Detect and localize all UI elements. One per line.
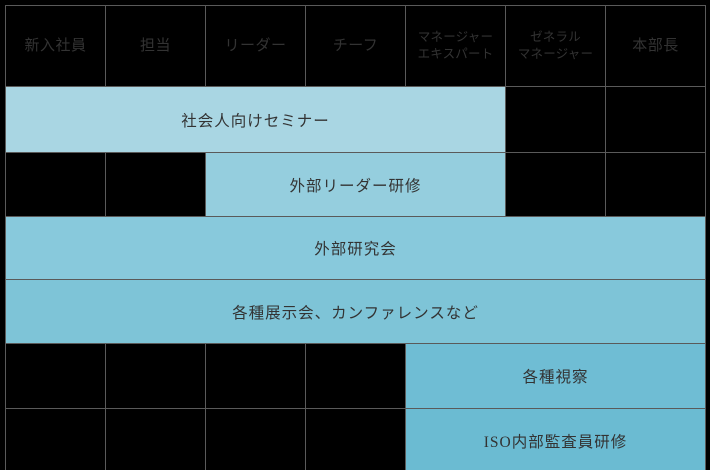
empty-cell [605, 152, 706, 217]
training-bar-gaibu-kenkyukai: 外部研究会 [5, 216, 706, 280]
header-line: 担当 [139, 37, 171, 54]
header-line: マネージャー [517, 47, 594, 61]
empty-cell [305, 343, 406, 409]
column-header-tantou: 担当 [105, 5, 206, 87]
empty-cell [505, 152, 606, 217]
training-matrix-table: 新入社員 担当 リーダー チーフ マネージャー エキスパート ゼネラル マネージ [5, 5, 706, 470]
column-header-manager-expert: マネージャー エキスパート [405, 5, 506, 87]
empty-cell [505, 86, 606, 153]
training-bar-tenjikai-conference: 各種展示会、カンファレンスなど [5, 279, 706, 344]
training-bar-kakushu-shisatsu: 各種視察 [405, 343, 706, 409]
empty-cell [5, 343, 106, 409]
table-row: 外部リーダー研修 [5, 152, 706, 217]
training-bar-gaibu-leader-kenshu: 外部リーダー研修 [205, 152, 506, 217]
header-line: 本部長 [632, 37, 679, 54]
table-row: ISO内部監査員研修 [5, 408, 706, 470]
table-row: 外部研究会 [5, 216, 706, 280]
empty-cell [5, 152, 106, 217]
table-body: 社会人向けセミナー 外部リーダー研修 外部研究会 各種展示会、カンファレンスなど [5, 86, 706, 470]
empty-cell [205, 408, 306, 470]
column-header-general-manager: ゼネラル マネージャー [505, 5, 606, 87]
header-line: リーダー [224, 37, 287, 54]
empty-cell [605, 86, 706, 153]
column-header-honbuchou: 本部長 [605, 5, 706, 87]
header-line: 新入社員 [24, 37, 87, 54]
empty-cell [105, 343, 206, 409]
empty-cell [105, 408, 206, 470]
column-header-leader: リーダー [205, 5, 306, 87]
column-header-chief: チーフ [305, 5, 406, 87]
table-row: 各種展示会、カンファレンスなど [5, 279, 706, 344]
header-line: チーフ [332, 37, 379, 54]
empty-cell [105, 152, 206, 217]
header-line: エキスパート [417, 47, 494, 61]
header-line: ゼネラル [530, 30, 581, 45]
column-header-shinnyu-shain: 新入社員 [5, 5, 106, 87]
empty-cell [305, 408, 406, 470]
table-row: 各種視察 [5, 343, 706, 409]
training-bar-shakaijin-seminar: 社会人向けセミナー [5, 86, 506, 153]
empty-cell [5, 408, 106, 470]
table-row: 社会人向けセミナー [5, 86, 706, 153]
header-line: マネージャー [417, 30, 494, 45]
table-header: 新入社員 担当 リーダー チーフ マネージャー エキスパート ゼネラル マネージ [5, 5, 706, 87]
empty-cell [205, 343, 306, 409]
training-bar-iso-naibu-kansa: ISO内部監査員研修 [405, 408, 706, 470]
header-row: 新入社員 担当 リーダー チーフ マネージャー エキスパート ゼネラル マネージ [5, 5, 706, 87]
